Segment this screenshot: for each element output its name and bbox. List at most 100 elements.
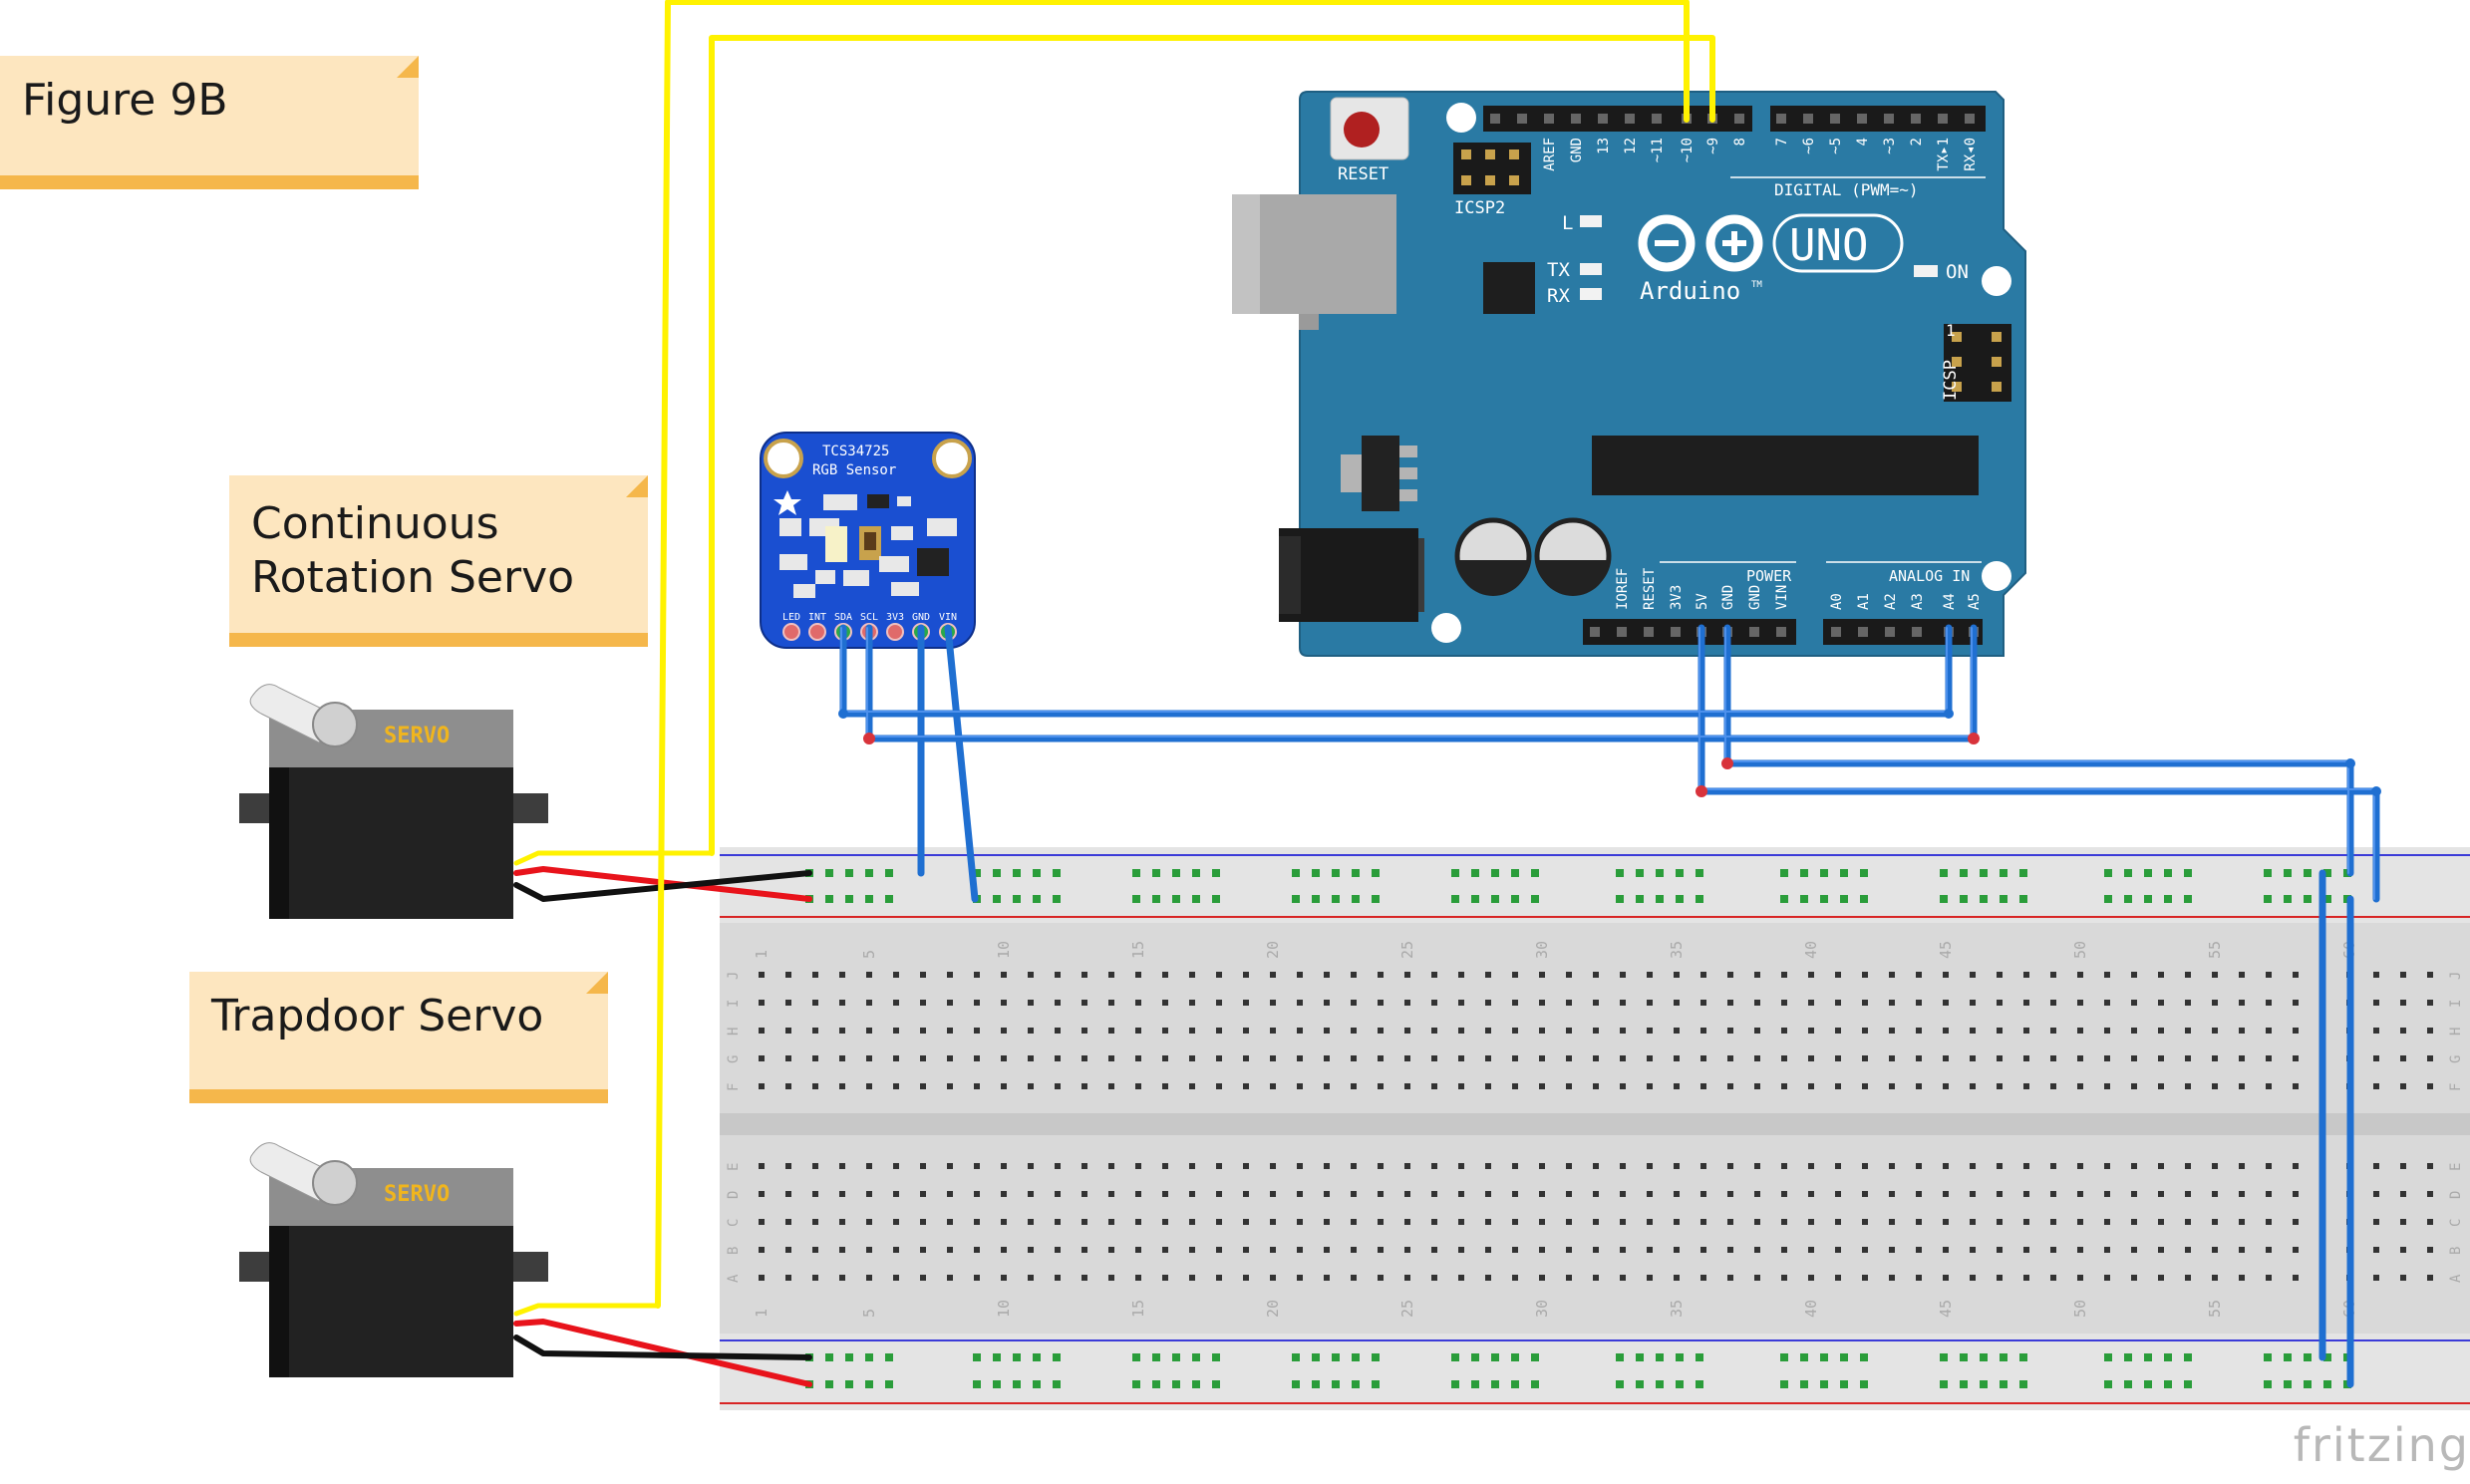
breadboard-hole[interactable]: [1808, 1219, 1814, 1225]
breadboard-hole[interactable]: [1862, 1275, 1868, 1281]
rail-hole[interactable]: [1053, 895, 1061, 903]
breadboard-hole[interactable]: [2158, 1163, 2164, 1169]
breadboard-hole[interactable]: [947, 1163, 953, 1169]
breadboard-hole[interactable]: [920, 1163, 926, 1169]
breadboard-hole[interactable]: [2212, 1000, 2218, 1006]
breadboard-hole[interactable]: [1970, 1055, 1976, 1061]
breadboard-hole[interactable]: [1862, 1219, 1868, 1225]
breadboard-hole[interactable]: [1055, 1247, 1061, 1253]
breadboard-hole[interactable]: [866, 1083, 872, 1089]
breadboard-hole[interactable]: [1943, 1219, 1949, 1225]
header-socket[interactable]: [1830, 114, 1840, 124]
breadboard-hole[interactable]: [1081, 1083, 1087, 1089]
breadboard-hole[interactable]: [1485, 1163, 1491, 1169]
breadboard-hole[interactable]: [2050, 1083, 2056, 1089]
breadboard-hole[interactable]: [1727, 1055, 1733, 1061]
breadboard-hole[interactable]: [1162, 1055, 1168, 1061]
breadboard-hole[interactable]: [1889, 1000, 1895, 1006]
breadboard-hole[interactable]: [1270, 1275, 1276, 1281]
breadboard-hole[interactable]: [1378, 1083, 1384, 1089]
breadboard-hole[interactable]: [893, 1163, 899, 1169]
rail-hole[interactable]: [1511, 1353, 1519, 1361]
breadboard-hole[interactable]: [1324, 972, 1330, 978]
breadboard-hole[interactable]: [974, 1247, 980, 1253]
header-socket[interactable]: [1590, 627, 1600, 637]
breadboard-hole[interactable]: [1647, 1055, 1653, 1061]
breadboard-hole[interactable]: [1297, 1191, 1303, 1197]
breadboard-hole[interactable]: [1539, 972, 1545, 978]
breadboard-hole[interactable]: [1297, 1219, 1303, 1225]
breadboard-hole[interactable]: [1458, 1028, 1464, 1034]
rail-hole[interactable]: [1696, 869, 1703, 877]
breadboard-hole[interactable]: [974, 1083, 980, 1089]
breadboard-hole[interactable]: [1566, 1000, 1572, 1006]
breadboard-hole[interactable]: [2158, 1191, 2164, 1197]
breadboard-hole[interactable]: [1162, 1191, 1168, 1197]
breadboard-hole[interactable]: [839, 1000, 845, 1006]
rail-hole[interactable]: [1636, 1353, 1644, 1361]
breadboard-hole[interactable]: [2373, 1219, 2379, 1225]
breadboard-hole[interactable]: [1539, 1219, 1545, 1225]
breadboard-hole[interactable]: [2050, 1219, 2056, 1225]
breadboard-hole[interactable]: [2158, 1000, 2164, 1006]
breadboard-hole[interactable]: [1727, 1247, 1733, 1253]
rail-hole[interactable]: [2264, 869, 2272, 877]
rail-hole[interactable]: [1292, 895, 1300, 903]
breadboard-hole[interactable]: [1781, 1000, 1787, 1006]
header-socket[interactable]: [1671, 627, 1681, 637]
breadboard-hole[interactable]: [1808, 1083, 1814, 1089]
breadboard-hole[interactable]: [1351, 1247, 1357, 1253]
breadboard-hole[interactable]: [2400, 1219, 2406, 1225]
header-socket[interactable]: [1652, 114, 1662, 124]
breadboard-hole[interactable]: [866, 1275, 872, 1281]
rail-hole[interactable]: [1372, 1380, 1380, 1388]
rail-hole[interactable]: [1033, 895, 1041, 903]
breadboard-hole[interactable]: [2373, 1083, 2379, 1089]
rail-hole[interactable]: [1491, 895, 1499, 903]
breadboard-hole[interactable]: [1351, 1083, 1357, 1089]
breadboard-hole[interactable]: [1512, 1275, 1518, 1281]
breadboard-hole[interactable]: [2212, 1247, 2218, 1253]
breadboard-hole[interactable]: [1889, 1055, 1895, 1061]
rail-hole[interactable]: [2124, 895, 2132, 903]
breadboard-hole[interactable]: [812, 1163, 818, 1169]
header-socket[interactable]: [1857, 114, 1867, 124]
breadboard-hole[interactable]: [1378, 1219, 1384, 1225]
rail-hole[interactable]: [1696, 1353, 1703, 1361]
breadboard-hole[interactable]: [1781, 1028, 1787, 1034]
breadboard-hole[interactable]: [839, 1219, 845, 1225]
breadboard-hole[interactable]: [2427, 972, 2433, 978]
breadboard-hole[interactable]: [1404, 1219, 1410, 1225]
breadboard-hole[interactable]: [1512, 1163, 1518, 1169]
rail-hole[interactable]: [2124, 1380, 2132, 1388]
rail-hole[interactable]: [1531, 1353, 1539, 1361]
breadboard-hole[interactable]: [2293, 1247, 2299, 1253]
breadboard-hole[interactable]: [1028, 1083, 1034, 1089]
breadboard-hole[interactable]: [1647, 1219, 1653, 1225]
breadboard-hole[interactable]: [1485, 1219, 1491, 1225]
rail-hole[interactable]: [2144, 1380, 2152, 1388]
breadboard-hole[interactable]: [2239, 1163, 2245, 1169]
breadboard-hole[interactable]: [2185, 1000, 2191, 1006]
rail-hole[interactable]: [1531, 895, 1539, 903]
breadboard-hole[interactable]: [1943, 1191, 1949, 1197]
rail-hole[interactable]: [2104, 1380, 2112, 1388]
rail-hole[interactable]: [2019, 869, 2027, 877]
breadboard-hole[interactable]: [2050, 1000, 2056, 1006]
breadboard-hole[interactable]: [1378, 1163, 1384, 1169]
breadboard-hole[interactable]: [2266, 1055, 2272, 1061]
breadboard-hole[interactable]: [1001, 972, 1007, 978]
breadboard-hole[interactable]: [1754, 972, 1760, 978]
breadboard-hole[interactable]: [1458, 1000, 1464, 1006]
rail-hole[interactable]: [1352, 1380, 1360, 1388]
breadboard-hole[interactable]: [1189, 1055, 1195, 1061]
rail-hole[interactable]: [1511, 895, 1519, 903]
rail-hole[interactable]: [1800, 1380, 1808, 1388]
breadboard-hole[interactable]: [1700, 1000, 1706, 1006]
header-socket[interactable]: [1803, 114, 1813, 124]
breadboard-hole[interactable]: [1458, 1083, 1464, 1089]
breadboard-hole[interactable]: [1324, 1163, 1330, 1169]
sensor-pin[interactable]: [782, 623, 800, 641]
breadboard-hole[interactable]: [2104, 972, 2110, 978]
breadboard-hole[interactable]: [2158, 1247, 2164, 1253]
